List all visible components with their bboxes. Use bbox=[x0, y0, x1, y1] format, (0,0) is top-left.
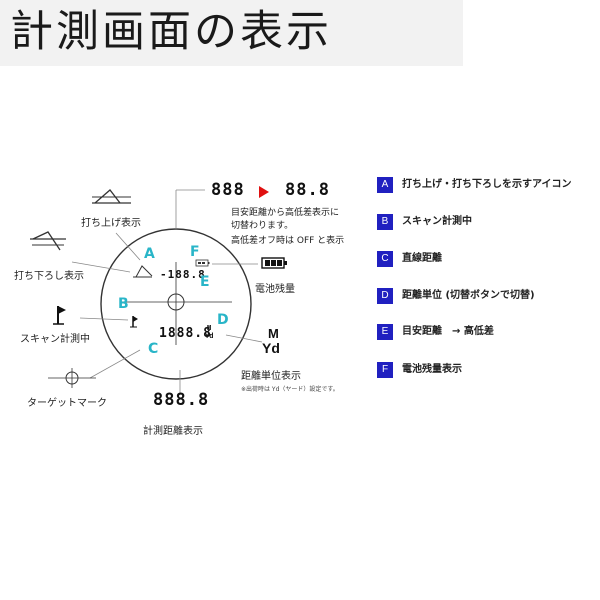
legend-badge: A bbox=[377, 177, 393, 193]
downhill-icon bbox=[30, 231, 66, 251]
legend-text: 距離単位 (切替ボタンで切替) bbox=[402, 290, 535, 301]
top-right-display: 88.8 bbox=[285, 180, 330, 200]
inner-mid-display: 1888.8 bbox=[159, 326, 212, 341]
legend-text: 打ち上げ・打ち下ろしを示すアイコン bbox=[402, 179, 572, 190]
marker-d: D bbox=[217, 312, 229, 328]
inner-battery-icon bbox=[195, 259, 210, 267]
battery-label: 電池残量 bbox=[255, 284, 295, 295]
leader-target bbox=[89, 349, 141, 379]
scan-label: スキャン計測中 bbox=[20, 334, 90, 345]
legend-text: 直線距離 bbox=[402, 253, 442, 264]
unit-display-label: 距離単位表示 bbox=[241, 371, 301, 382]
unit-m: M bbox=[268, 326, 279, 341]
marker-f: F bbox=[190, 244, 200, 260]
inner-angle-icon bbox=[133, 265, 153, 278]
leader-unit bbox=[225, 334, 263, 343]
distance-display-label: 計測距離表示 bbox=[143, 426, 203, 437]
header-banner: 計測画面の表示 bbox=[0, 0, 463, 66]
battery-icon bbox=[261, 257, 287, 269]
marker-b: B bbox=[118, 296, 129, 312]
marker-a: A bbox=[144, 246, 155, 262]
target-mark-icon bbox=[48, 368, 96, 388]
legend-badge: D bbox=[377, 288, 393, 304]
unit-note: ※出荷時は Yd（ヤード）設定です。 bbox=[241, 386, 339, 393]
crosshair-ring bbox=[167, 293, 185, 311]
toggle-line-1: 目安距離から高低差表示に bbox=[231, 208, 340, 218]
leader-scan bbox=[79, 317, 129, 321]
inner-unit-yd: Yd bbox=[205, 332, 214, 340]
page-title: 計測画面の表示 bbox=[10, 7, 332, 57]
inner-scan-flag-icon bbox=[130, 316, 138, 328]
legend-text: 目安距離 → 高低差 bbox=[402, 326, 494, 337]
marker-c: C bbox=[148, 341, 159, 357]
legend-badge: F bbox=[377, 362, 393, 378]
scan-flag-icon bbox=[53, 306, 66, 325]
arrow-right-icon bbox=[259, 186, 269, 198]
legend-text: 電池残量表示 bbox=[402, 364, 462, 375]
uphill-icon bbox=[92, 189, 131, 204]
inner-top-display: -188.8 bbox=[160, 268, 206, 281]
legend-badge: E bbox=[377, 324, 393, 340]
marker-e: E bbox=[200, 274, 210, 290]
bottom-display: 888.8 bbox=[153, 390, 210, 410]
unit-yd: Yd bbox=[262, 340, 280, 356]
toggle-line-2: 切替わります。 bbox=[231, 221, 294, 231]
uphill-label: 打ち上げ表示 bbox=[81, 218, 141, 229]
toggle-line-3: 高低差オフ時は OFF と表示 bbox=[231, 236, 345, 246]
downhill-label: 打ち下ろし表示 bbox=[14, 271, 84, 282]
leader-uphill bbox=[115, 232, 141, 261]
legend-badge: B bbox=[377, 214, 393, 230]
legend-badge: C bbox=[377, 251, 393, 267]
leader-downhill bbox=[71, 261, 131, 273]
legend-text: スキャン計測中 bbox=[402, 216, 472, 227]
inner-unit-m: M bbox=[207, 324, 212, 332]
target-label: ターゲットマーク bbox=[27, 398, 107, 409]
top-left-display: 888 bbox=[211, 180, 245, 200]
